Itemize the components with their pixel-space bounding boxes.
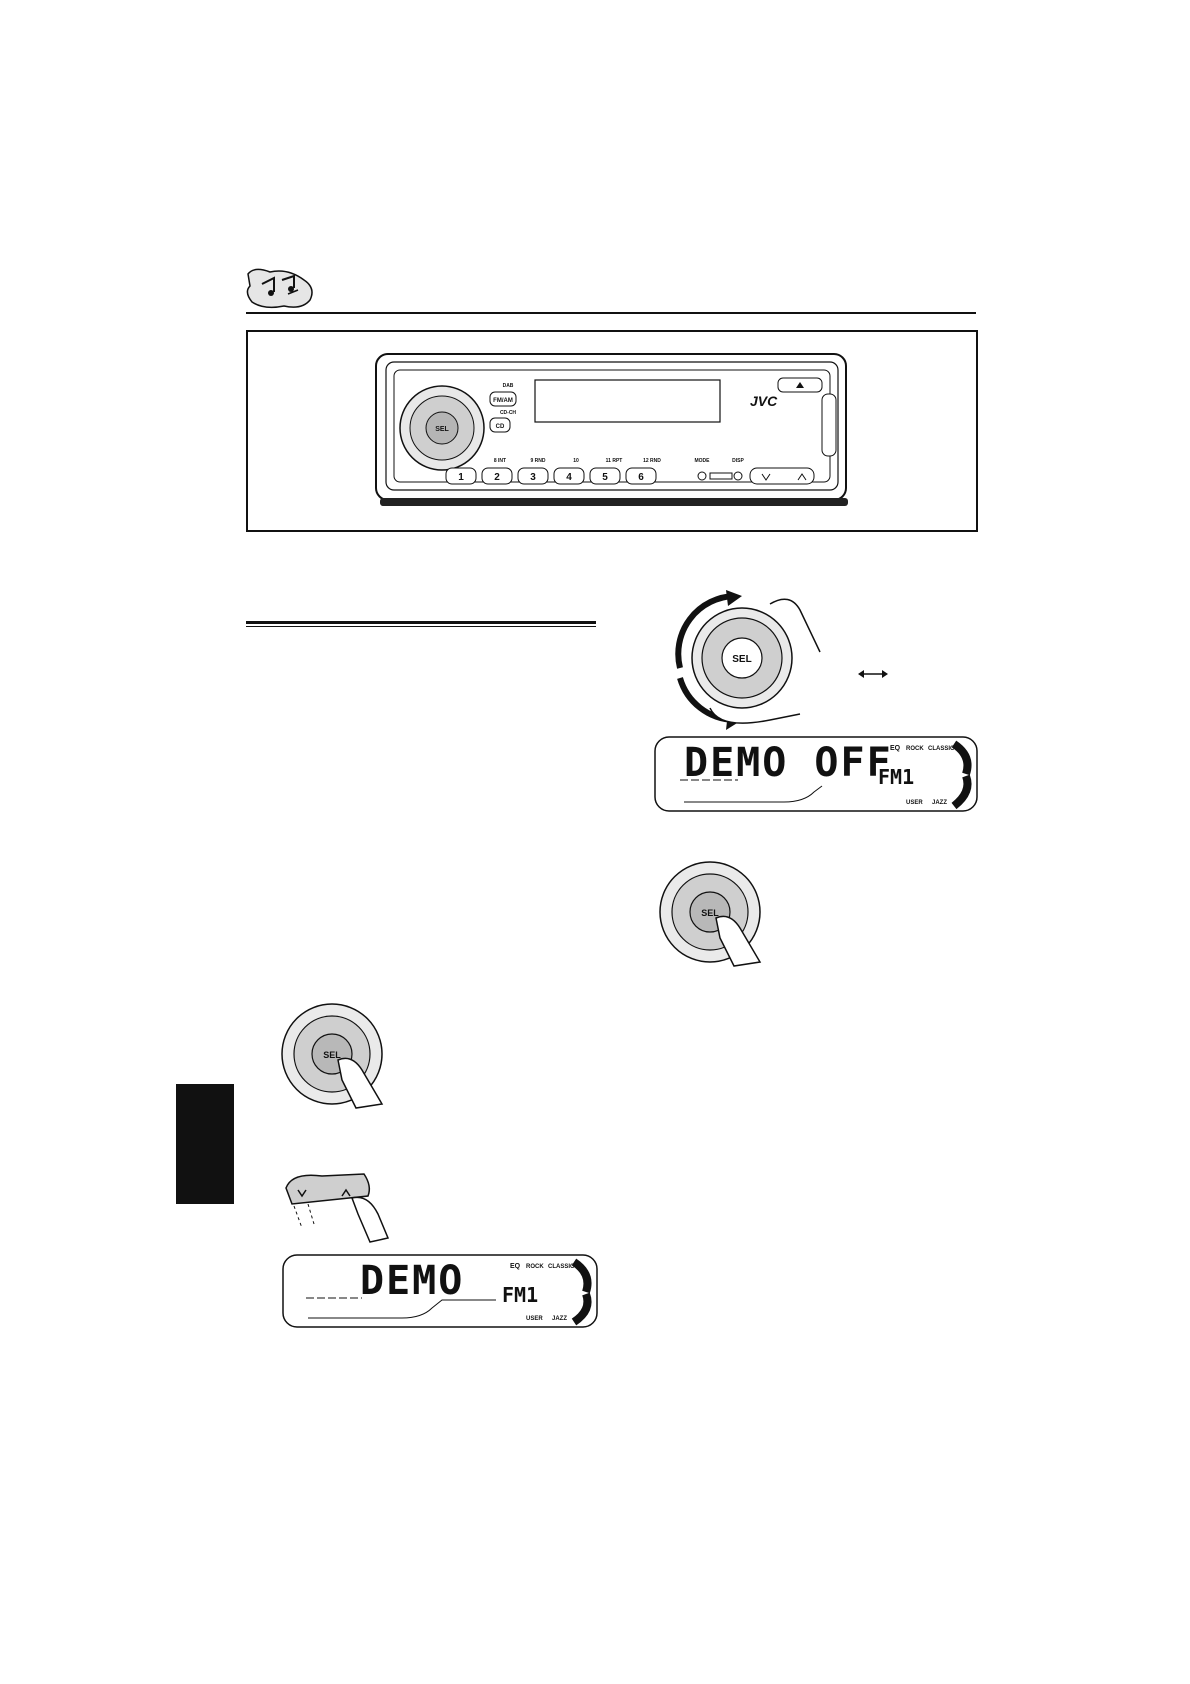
seek-button-illustration	[285, 1173, 390, 1243]
press-sel-illustration-left: SEL	[281, 1003, 384, 1109]
lcd-bottom-eq-user: USER	[526, 1316, 543, 1322]
left-dial-sel-label: SEL	[323, 1050, 341, 1060]
function-label: 11 RPT	[606, 458, 623, 464]
section-rule	[246, 621, 596, 627]
lcd-top-eq-classic: CLASSIC	[928, 746, 955, 752]
header-rule	[246, 312, 976, 314]
lcd-demo-off: DEMO OFF FM1 EQ ROCK CLASSIC USER JAZZ	[654, 736, 978, 812]
function-label: 10	[573, 458, 579, 464]
function-label: 9 RND	[530, 458, 545, 464]
lcd-bottom-eq-jazz: JAZZ	[552, 1316, 567, 1322]
knob-sel-label: SEL	[435, 426, 449, 433]
cd-ch-label: CD-CH	[500, 410, 516, 416]
preset-label-3: 3	[530, 472, 536, 483]
preset-button-4[interactable]	[553, 467, 585, 485]
function-label: 12 RND	[643, 458, 661, 464]
lcd-bottom-main-text: DEMO	[360, 1258, 464, 1304]
music-note-icon	[246, 268, 313, 309]
preset-button-1[interactable]	[445, 467, 477, 485]
side-tab	[176, 1084, 234, 1204]
preset-label-1: 1	[458, 472, 464, 483]
mode-label: MODE	[695, 458, 711, 464]
lcd-top-eq-rock: ROCK	[906, 746, 924, 752]
lcd-bottom-eq-rock: ROCK	[526, 1264, 544, 1270]
preset-label-2: 2	[494, 472, 500, 483]
press-sel-illustration: SEL	[659, 861, 762, 967]
preset-button-6[interactable]	[625, 467, 657, 485]
lcd-top-source: FM1	[878, 765, 914, 789]
dab-label: DAB	[503, 383, 514, 389]
preset-button-3[interactable]	[517, 467, 549, 485]
lcd-top-eq-marker: EQ	[890, 745, 901, 752]
dial-sel-label: SEL	[732, 654, 751, 665]
preset-label-6: 6	[638, 472, 644, 483]
car-radio-faceplate: SEL FM/AM DAB CD CD-CH JVC 8 INT 9 RND 10 1…	[375, 353, 848, 506]
preset-button-5[interactable]	[589, 467, 621, 485]
lcd-top-eq-jazz: JAZZ	[932, 800, 947, 806]
preset-label-4: 4	[566, 472, 572, 483]
disp-label: DISP	[732, 458, 744, 464]
function-label: 8 INT	[494, 458, 506, 464]
preset-label-5: 5	[602, 472, 608, 483]
panel-frame	[246, 330, 978, 532]
lcd-demo: DEMO FM1 EQ ROCK CLASSIC USER JAZZ	[282, 1254, 598, 1328]
preset-button-2[interactable]	[481, 467, 513, 485]
lcd-bottom-eq-classic: CLASSIC	[548, 1264, 575, 1270]
press-dial-sel-label: SEL	[701, 908, 719, 918]
rotate-dial-illustration: SEL	[675, 590, 888, 730]
cd-button[interactable]: CD	[496, 424, 505, 430]
lcd-bottom-source: FM1	[502, 1283, 538, 1307]
lcd-top-main-text: DEMO OFF	[684, 740, 893, 786]
fm-am-button[interactable]: FM/AM	[493, 398, 513, 404]
brand-logo: JVC	[750, 393, 778, 409]
lcd-top-eq-user: USER	[906, 800, 923, 806]
lcd-bottom-eq-marker: EQ	[510, 1263, 521, 1270]
